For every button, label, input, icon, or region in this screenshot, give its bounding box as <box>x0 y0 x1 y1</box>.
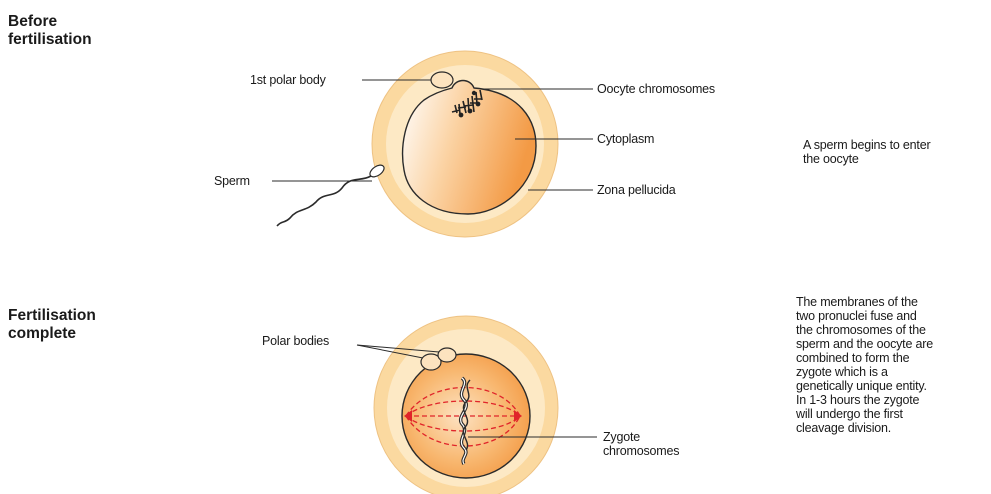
label-zygote-chromosomes: Zygote chromosomes <box>603 430 679 458</box>
first-polar-body <box>431 72 453 88</box>
description-complete: The membranes of the two pronuclei fuse … <box>796 295 933 435</box>
polar-body-2 <box>438 348 456 362</box>
label-zona-pellucida: Zona pellucida <box>597 183 676 197</box>
description-before: A sperm begins to enter the oocyte <box>803 138 930 166</box>
label-oocyte-chromosomes: Oocyte chromosomes <box>597 82 715 96</box>
zygote <box>374 316 558 494</box>
label-cytoplasm: Cytoplasm <box>597 132 654 146</box>
label-first-polar-body: 1st polar body <box>250 73 326 87</box>
label-polar-bodies: Polar bodies <box>262 334 329 348</box>
sperm <box>277 163 386 226</box>
label-sperm: Sperm <box>214 174 250 188</box>
